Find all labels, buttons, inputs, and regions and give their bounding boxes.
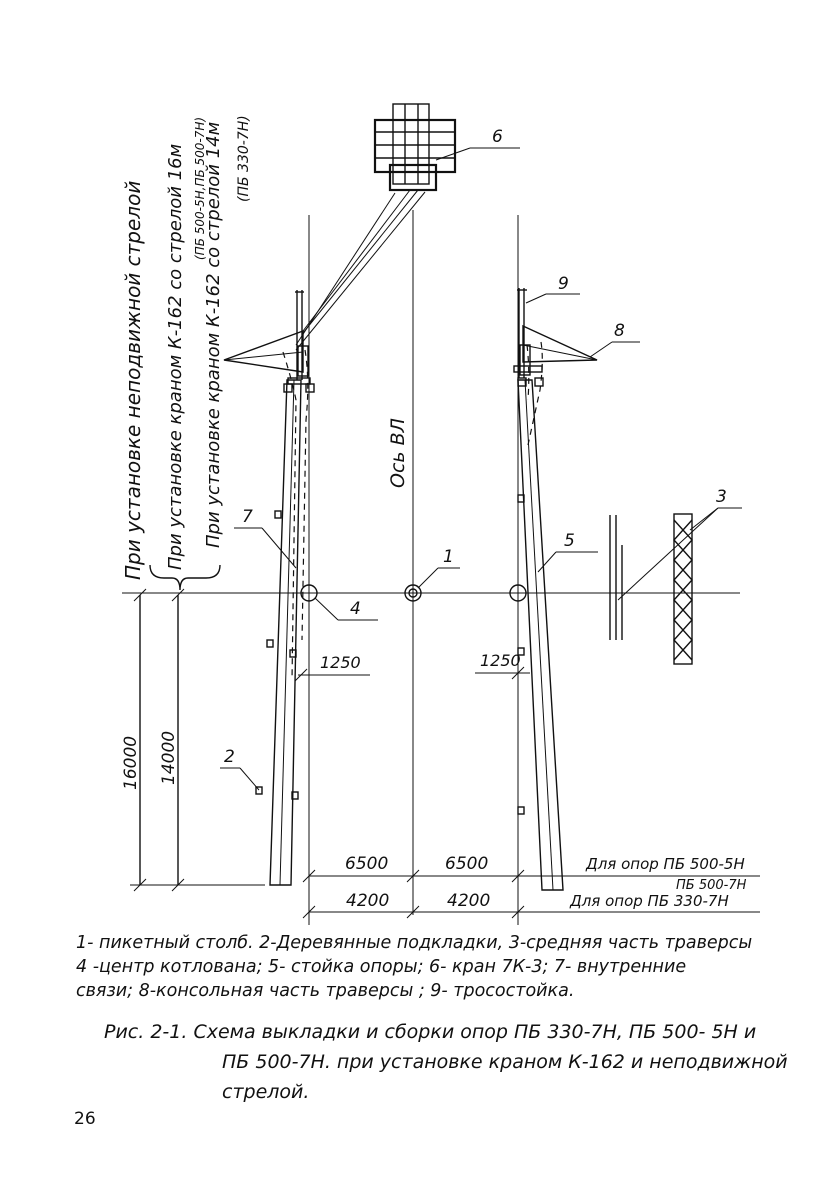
dim-4200-row: 4200 4200 Для опор ПБ 330-7Н [302,891,760,919]
page-number: 26 [74,1109,96,1129]
dim-1250-left: 1250 [294,653,370,682]
legend-line-3: связи; 8-консольная часть траверсы ; 9- … [76,981,574,1001]
axis-label: Ось ВЛ [387,418,409,488]
label-crane-14m-sub: (ПБ 330-7Н) [236,115,252,202]
legend-line-2: 4 -центр котлована; 5- стойка опоры; 6- … [76,957,686,977]
pit-left [300,584,318,602]
dim-14000: 14000 [159,731,179,785]
svg-text:6500: 6500 [345,854,388,874]
svg-text:4200: 4200 [447,891,490,911]
svg-text:3: 3 [716,487,727,507]
callout-4: 4 [314,597,378,621]
svg-text:5: 5 [564,531,575,551]
svg-text:1: 1 [443,547,454,567]
svg-text:6500: 6500 [445,854,488,874]
callout-7: 7 [234,507,297,569]
right-console-crossarm [522,324,598,363]
label-crane-14m: При установке краном К-162 со стрелой 14… [203,122,224,548]
svg-text:6: 6 [492,127,503,147]
picket-post [404,584,422,602]
legend-line-1: 1- пикетный столб. 2-Деревянные подкладк… [76,933,752,953]
right-pole [513,288,564,891]
callout-3: 3 [617,487,742,601]
middle-crossarm-truss [609,513,693,665]
svg-text:4200: 4200 [346,891,389,911]
left-pole [255,290,315,886]
svg-text:8: 8 [614,321,625,341]
callout-6: 6 [435,127,520,161]
callout-9: 9 [525,274,580,304]
label-crane-16m-sub: (ПБ 500-5Н,ПБ 500-7Н) [193,117,207,260]
left-console-crossarm [223,329,304,373]
pit-right [509,584,527,602]
callout-1: 1 [417,547,460,589]
dim-1250-right: 1250 [475,651,530,680]
svg-text:Для опор ПБ 330-7Н: Для опор ПБ 330-7Н [569,892,729,910]
svg-text:Для опор ПБ 500-5Н: Для опор ПБ 500-5Н [585,855,745,873]
brace [149,564,221,591]
svg-text:2: 2 [224,747,235,767]
label-crane-16m: При установке краном К-162 со стрелой 16… [165,144,186,570]
svg-text:1250: 1250 [320,653,361,672]
label-fixed-boom: При установке неподвижной стрелой [121,181,145,580]
caption-line-2: ПБ 500-7Н. при установке краном К-162 и … [222,1051,788,1073]
crane-7k3 [373,103,457,192]
caption-line-3: стрелой. [222,1081,309,1103]
callout-8: 8 [589,321,640,358]
callout-5: 5 [537,531,598,573]
svg-text:9: 9 [558,274,569,294]
caption-line-1: Рис. 2-1. Схема выкладки и сборки опор П… [104,1021,756,1043]
svg-text:ПБ 500-7Н: ПБ 500-7Н [676,878,747,893]
svg-text:4: 4 [350,599,361,619]
svg-text:7: 7 [242,507,253,527]
dim-16000: 16000 [121,736,141,790]
callout-2: 2 [220,747,260,791]
dim-6500-row: 6500 6500 Для опор ПБ 500-5Н ПБ 500-7Н [302,854,760,893]
svg-text:1250: 1250 [480,651,521,670]
crane-cables [295,189,426,351]
